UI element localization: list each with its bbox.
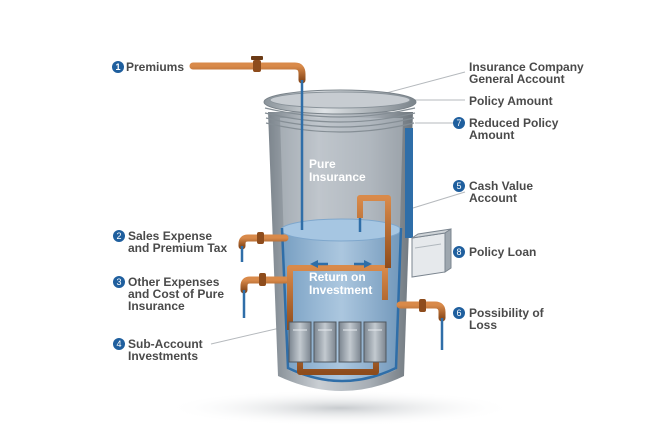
label-return-on-investment: Return on Investment	[309, 271, 372, 297]
badge-1: 1	[112, 61, 124, 73]
label-pure-insurance: Pure Insurance	[309, 158, 366, 184]
badge-5: 5	[453, 180, 465, 192]
label-policy-loan: Policy Loan	[469, 246, 536, 258]
label-other-expenses: Other Expenses and Cost of Pure Insuranc…	[128, 276, 224, 312]
premium-pipe	[193, 66, 302, 80]
label-general-account: Insurance Company General Account	[469, 61, 584, 85]
policy-loan-box	[412, 233, 445, 277]
ground-shadow	[165, 390, 515, 424]
label-cash-value: Cash Value Account	[469, 180, 533, 204]
label-policy-amount: Policy Amount	[469, 95, 553, 107]
badge-6: 6	[453, 307, 465, 319]
reduced-policy-marker	[405, 128, 413, 238]
label-possibility-loss: Possibility of Loss	[469, 307, 544, 331]
badge-7: 7	[453, 117, 465, 129]
water-surface	[281, 219, 401, 241]
label-sub-account: Sub-Account Investments	[128, 338, 203, 362]
badge-3: 3	[113, 276, 125, 288]
badge-8: 8	[453, 246, 465, 258]
label-reduced-policy: Reduced Policy Amount	[469, 117, 558, 141]
label-sales-expense: Sales Expense and Premium Tax	[128, 230, 227, 254]
badge-4: 4	[113, 338, 125, 350]
premiums-text: Premiums	[126, 60, 184, 74]
badge-2: 2	[113, 230, 125, 242]
